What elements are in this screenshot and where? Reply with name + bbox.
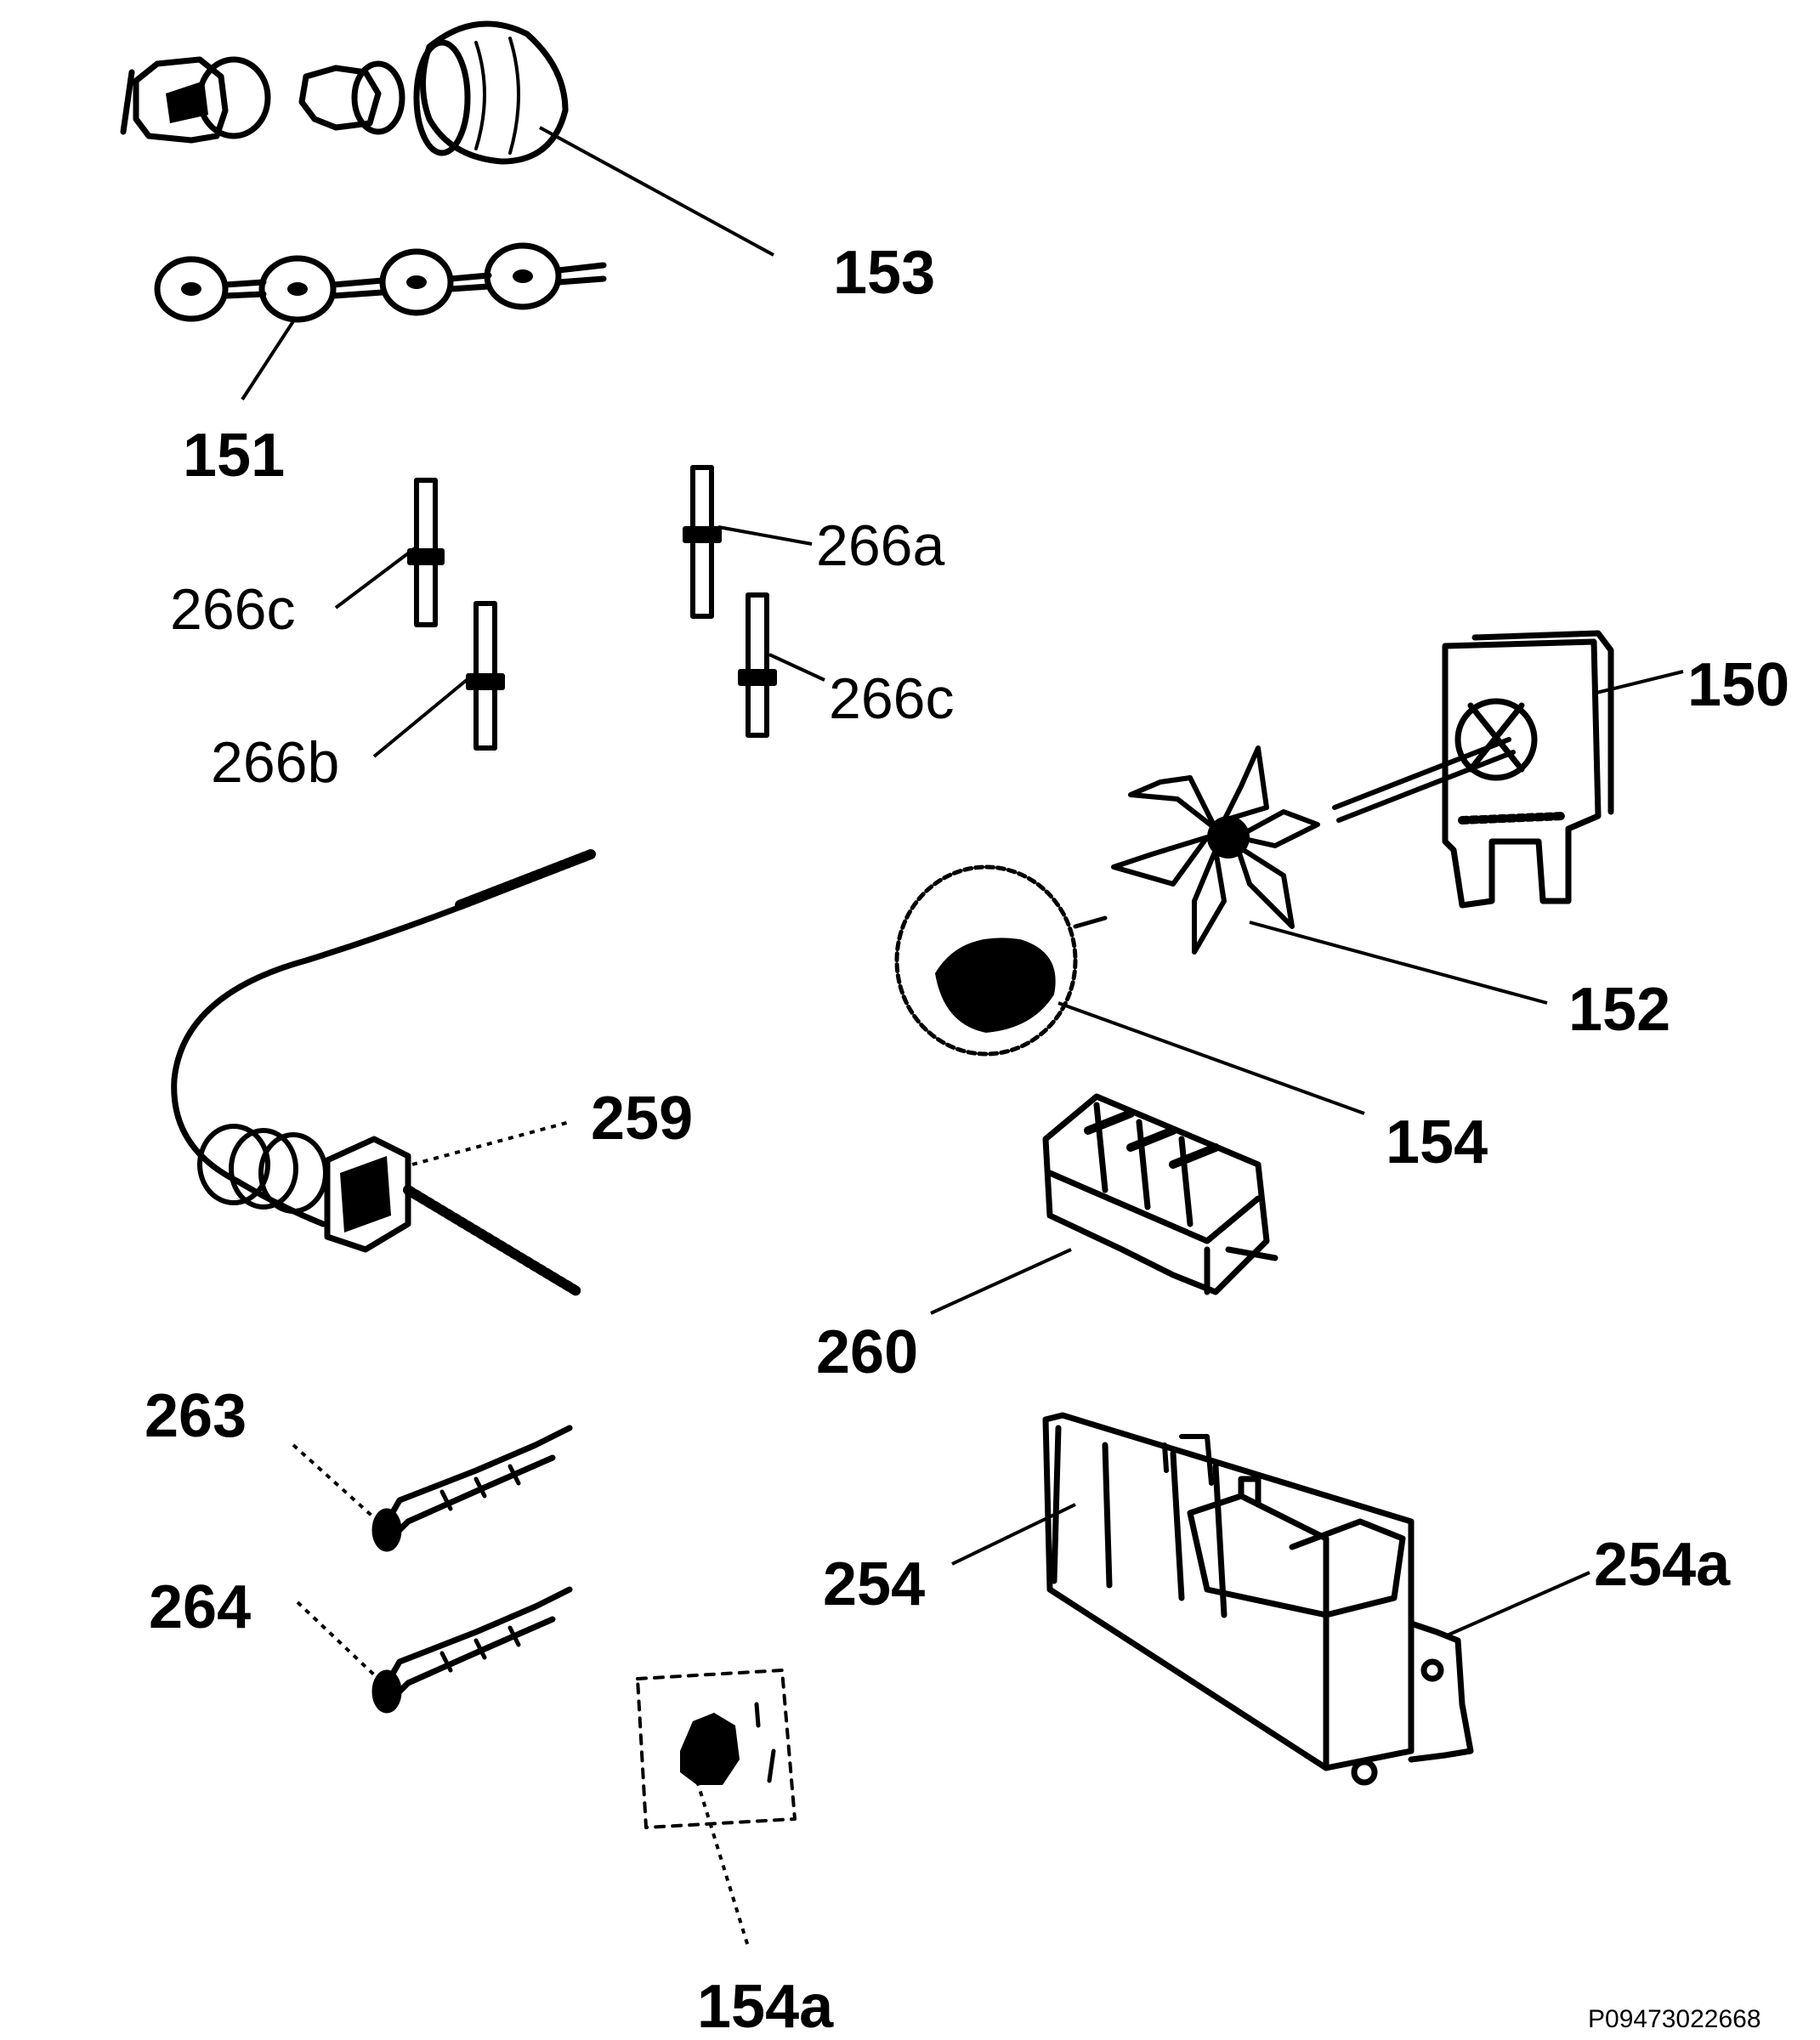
leader-152 bbox=[1249, 921, 1548, 1005]
part-152-drawing[interactable] bbox=[1111, 745, 1320, 955]
part-266a-drawing[interactable] bbox=[683, 465, 722, 619]
leader-150 bbox=[1596, 670, 1684, 694]
label-154[interactable]: 154 bbox=[1386, 1108, 1488, 1176]
label-154a[interactable]: 154a bbox=[697, 1973, 834, 2040]
leader-266a bbox=[717, 525, 813, 546]
leader-151 bbox=[241, 320, 295, 401]
part-151-drawing[interactable] bbox=[154, 242, 607, 323]
leader-263 bbox=[292, 1443, 380, 1523]
part-154a-drawing[interactable] bbox=[636, 1669, 797, 1829]
part-150-drawing[interactable] bbox=[1332, 630, 1614, 909]
part-153-drawing[interactable] bbox=[120, 20, 569, 165]
label-254[interactable]: 254 bbox=[823, 1550, 925, 1618]
leader-254 bbox=[951, 1503, 1076, 1566]
leader-154 bbox=[1057, 1001, 1365, 1115]
leader-259 bbox=[411, 1120, 570, 1166]
label-266c-right[interactable]: 266c bbox=[829, 666, 954, 731]
leader-264 bbox=[296, 1601, 380, 1680]
part-264-drawing[interactable] bbox=[371, 1586, 573, 1714]
leader-260 bbox=[930, 1248, 1072, 1315]
label-153[interactable]: 153 bbox=[833, 239, 935, 307]
part-266c-right-drawing[interactable] bbox=[738, 592, 777, 738]
label-151[interactable]: 151 bbox=[183, 422, 285, 490]
leader-266c-left bbox=[334, 547, 417, 609]
label-263[interactable]: 263 bbox=[145, 1382, 247, 1450]
label-266a[interactable]: 266a bbox=[816, 513, 944, 578]
label-152[interactable]: 152 bbox=[1568, 976, 1670, 1044]
drawing-code: P09473022668 bbox=[1588, 2005, 1761, 2033]
leader-153 bbox=[539, 126, 774, 257]
part-260-drawing[interactable] bbox=[1042, 1093, 1279, 1295]
label-259[interactable]: 259 bbox=[591, 1085, 693, 1153]
label-266c-left[interactable]: 266c bbox=[170, 577, 295, 642]
part-254-drawing[interactable] bbox=[1042, 1412, 1415, 1786]
label-260[interactable]: 260 bbox=[816, 1318, 918, 1386]
part-263-drawing[interactable] bbox=[371, 1425, 573, 1552]
label-266b[interactable]: 266b bbox=[211, 730, 339, 795]
label-264[interactable]: 264 bbox=[149, 1573, 251, 1641]
part-154-drawing[interactable] bbox=[894, 864, 1108, 1057]
leader-254a bbox=[1444, 1571, 1590, 1638]
part-266c-left-drawing[interactable] bbox=[407, 478, 445, 627]
label-254a[interactable]: 254a bbox=[1594, 1531, 1731, 1599]
part-254a-drawing[interactable] bbox=[1408, 1620, 1474, 1763]
label-150[interactable]: 150 bbox=[1687, 651, 1789, 719]
part-266b-drawing[interactable] bbox=[466, 601, 505, 751]
leader-266b bbox=[372, 674, 473, 758]
leader-266c-right bbox=[768, 653, 825, 682]
part-259-drawing[interactable] bbox=[171, 849, 596, 1297]
leader-154a bbox=[695, 1780, 750, 1947]
